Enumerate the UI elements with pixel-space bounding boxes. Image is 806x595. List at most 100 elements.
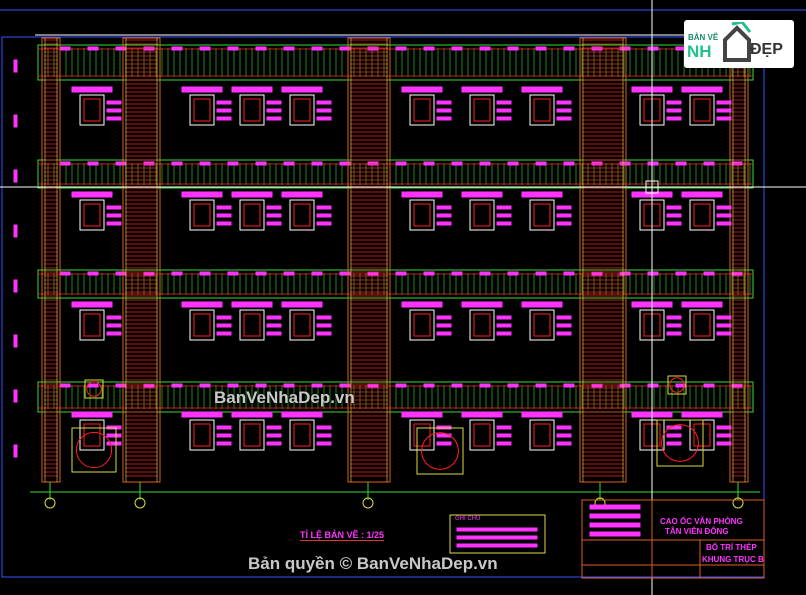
- dim-text: [436, 441, 452, 446]
- dim-text: [13, 334, 18, 348]
- label-mark: [703, 383, 715, 388]
- section-rebar: [533, 98, 551, 122]
- dim-text: [716, 441, 732, 446]
- notes-box: [449, 514, 546, 554]
- label-mark: [423, 46, 435, 51]
- section-label: [281, 301, 323, 308]
- dim-text: [106, 100, 122, 105]
- label-mark: [255, 383, 267, 388]
- house-icon: [723, 22, 752, 62]
- column: [41, 37, 61, 483]
- section-label: [681, 411, 723, 418]
- label-mark: [703, 271, 715, 276]
- dim-text: [316, 315, 332, 320]
- section-label: [461, 411, 503, 418]
- section-detail: [289, 419, 315, 451]
- section-label: [461, 191, 503, 198]
- label-mark: [675, 271, 687, 276]
- section-rebar: [293, 203, 311, 227]
- label-mark: [143, 46, 155, 51]
- dim-text: [316, 221, 332, 226]
- dim-text: [216, 331, 232, 336]
- column: [122, 37, 161, 483]
- title-block: [581, 499, 765, 579]
- section-rebar: [413, 313, 431, 337]
- label-mark: [115, 161, 127, 166]
- section-detail: [529, 419, 555, 451]
- label-mark: [507, 383, 519, 388]
- section-rebar: [693, 313, 711, 337]
- section-label: [401, 191, 443, 198]
- label-mark: [731, 383, 743, 388]
- label-mark: [87, 161, 99, 166]
- section-label: [71, 86, 113, 93]
- label-mark: [563, 46, 575, 51]
- label-mark: [731, 161, 743, 166]
- dim-text: [716, 205, 732, 210]
- label-mark: [591, 161, 603, 166]
- dim-text: [556, 221, 572, 226]
- label-mark: [423, 383, 435, 388]
- dim-text: [106, 331, 122, 336]
- label-mark: [647, 46, 659, 51]
- label-mark: [143, 271, 155, 276]
- section-rebar: [193, 203, 211, 227]
- dim-text: [106, 323, 122, 328]
- label-mark: [143, 383, 155, 388]
- grid-bubble: [134, 497, 146, 509]
- dim-text: [13, 224, 18, 238]
- note-text: [456, 543, 538, 548]
- label-mark: [647, 383, 659, 388]
- dim-text: [666, 213, 682, 218]
- dim-text: [556, 323, 572, 328]
- dim-text: [716, 221, 732, 226]
- section-label: [71, 301, 113, 308]
- section-rebar: [533, 313, 551, 337]
- section-rebar: [413, 203, 431, 227]
- beam: [37, 269, 754, 299]
- dim-text: [666, 331, 682, 336]
- logo-text-1: BẢN VẼ: [688, 33, 719, 42]
- section-detail: [79, 199, 105, 231]
- section-detail: [189, 199, 215, 231]
- dim-text: [216, 116, 232, 121]
- section-rebar: [533, 203, 551, 227]
- watermark-copyright: Bản quyền © BanVeNhaDep.vn: [248, 554, 498, 573]
- label-mark: [311, 271, 323, 276]
- dim-text: [666, 100, 682, 105]
- crosshair-box: [645, 180, 659, 194]
- dim-text: [13, 169, 18, 183]
- section-rebar: [193, 98, 211, 122]
- dim-text: [316, 108, 332, 113]
- label-mark: [563, 161, 575, 166]
- section-detail: [189, 94, 215, 126]
- section-detail: [289, 94, 315, 126]
- label-mark: [283, 271, 295, 276]
- dim-text: [316, 205, 332, 210]
- section-label: [681, 301, 723, 308]
- section-label: [521, 411, 563, 418]
- section-label: [181, 86, 223, 93]
- section-detail: [409, 309, 435, 341]
- watermark-center: BanVeNhaDep.vn: [214, 388, 355, 407]
- label-mark: [311, 383, 323, 388]
- section-label: [231, 411, 273, 418]
- dim-text: [436, 221, 452, 226]
- dim-text: [266, 433, 282, 438]
- section-rebar: [243, 423, 261, 447]
- label-mark: [227, 161, 239, 166]
- column-section-circle: [421, 432, 459, 470]
- title-text: [589, 504, 641, 510]
- label-mark: [199, 46, 211, 51]
- section-rebar: [83, 313, 101, 337]
- label-mark: [171, 161, 183, 166]
- dim-text: [436, 433, 452, 438]
- section-detail: [239, 199, 265, 231]
- beam: [37, 159, 754, 189]
- site-logo: BẢN VẼ NH ĐẸP: [684, 20, 794, 68]
- dim-text: [13, 389, 18, 403]
- dim-text: [266, 205, 282, 210]
- section-label: [401, 301, 443, 308]
- section-rebar: [243, 203, 261, 227]
